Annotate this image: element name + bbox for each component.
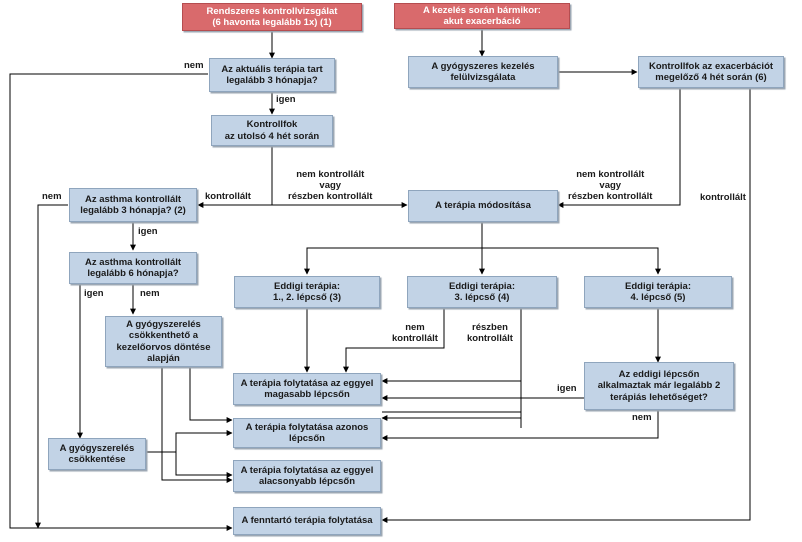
node-prior-step-3: Eddigi terápia: 3. lépcső (4): [407, 276, 557, 308]
label-nem-kontrollalt-step3: nem kontrollált: [392, 322, 438, 344]
edge-step3-to-higher: [343, 308, 445, 373]
edge-exac-not-controlled: [557, 88, 681, 208]
edge-exac-controlled: [381, 88, 751, 523]
label-igen-2: igen: [138, 226, 158, 237]
label-reszben-kontrollalt-step3: részben kontrollált: [467, 322, 513, 344]
node-continue-lower-step: A terápia folytatása az eggyel alacsonya…: [233, 460, 381, 492]
node-asthma-controlled-6-months: Az asthma kontrollált legalább 6 hónapja…: [69, 252, 197, 284]
node-prior-step-1-2: Eddigi terápia: 1., 2. lépcső (3): [234, 276, 380, 308]
node-therapy-modification: A terápia módosítása: [408, 190, 558, 222]
label-nem-left: nem: [42, 191, 62, 202]
node-continue-higher-step: A terápia folytatása az eggyel magasabb …: [233, 373, 381, 405]
node-reduction-by-physician: A gyógyszerelés csökkenthető a kezelőorv…: [105, 316, 222, 367]
node-asthma-controlled-3-months: Az asthma kontrollált legalább 3 hónapja…: [69, 188, 197, 222]
label-nem-6m: nem: [140, 288, 160, 299]
edge-therapy3m-no: [9, 73, 233, 531]
edge-reduce-split-lower: [175, 452, 233, 478]
edge-physician-to-same: [189, 367, 233, 423]
edge-step3-to-same: [381, 395, 522, 421]
label-nem-step4: nem: [632, 412, 652, 423]
label-kontrollalt-right: kontrollált: [700, 192, 746, 203]
node-continue-same-step: A terápia folytatása azonos lépcsőn: [233, 418, 381, 448]
edge-reduce-split-same: [146, 430, 233, 453]
edge-physician-to-reduce: [161, 367, 233, 483]
edge-step4-no: [381, 410, 659, 441]
node-review-medication: A gyógyszeres kezelés felülvizsgálata: [408, 56, 558, 88]
edge-step3-partial-same: [382, 381, 522, 428]
node-therapy-3-months: Az aktuális terápia tart legalább 3 hóna…: [209, 58, 335, 92]
node-periodic-check: Rendszeres kontrollvizsgálat (6 havonta …: [182, 3, 362, 31]
node-step-two-options: Az eddigi lépcsőn alkalmaztak már legalá…: [584, 362, 734, 410]
label-igen-step4: igen: [557, 383, 577, 394]
label-kontrollalt-mid: kontrollált: [205, 191, 251, 202]
label-igen-1: igen: [276, 94, 296, 105]
node-anytime-exacerbation: A kezelés során bármikor: akut exacerbác…: [394, 3, 570, 29]
node-control-before-exacerbation: Kontrollfok az exacerbációt megelőző 4 h…: [638, 56, 784, 88]
label-nem-top: nem: [184, 60, 204, 71]
edge-modification-step4: [482, 247, 661, 275]
label-not-controlled-right: nem kontrollált vagy részben kontrollált: [568, 169, 653, 202]
node-maintenance-therapy: A fenntartó terápia folytatása: [233, 507, 381, 535]
label-not-controlled-left: nem kontrollált vagy részben kontrollált: [288, 169, 373, 202]
label-igen-3: igen: [84, 288, 104, 299]
node-control-last-4-weeks: Kontrollfok az utolsó 4 hét során: [211, 115, 333, 146]
edge-modification-step12: [304, 222, 483, 275]
node-prior-step-4: Eddigi terápia: 4. lépcső (5): [584, 276, 732, 308]
node-reduce-medication: A gyógyszerelés csökkentése: [48, 438, 146, 470]
edge-3m-no: [35, 204, 68, 529]
